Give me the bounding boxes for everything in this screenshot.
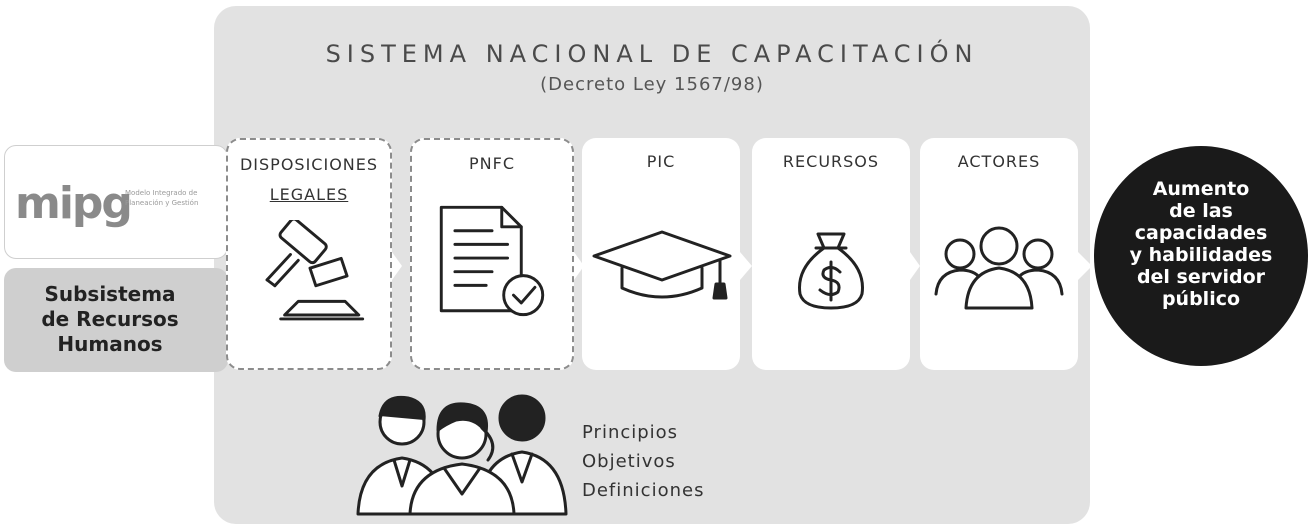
principles-list: Principios Objetivos Definiciones xyxy=(582,418,704,505)
card-disposiciones-legales: DISPOSICIONES LEGALES xyxy=(226,138,392,370)
diagram-subtitle: (Decreto Ley 1567/98) xyxy=(540,74,764,95)
connector-arrow xyxy=(910,252,920,280)
card-pic: PIC xyxy=(582,138,740,370)
card-label: RECURSOS xyxy=(782,152,880,171)
connector-arrow xyxy=(392,252,402,280)
diagram-title: SISTEMA NACIONAL DE CAPACITACIÓN xyxy=(325,40,979,68)
card-label: PIC xyxy=(646,152,676,171)
result-label: Aumento de las capacidades y habilidades… xyxy=(1129,178,1273,310)
card-actores: ACTORES xyxy=(920,138,1078,370)
document-check-icon xyxy=(439,205,545,317)
graduation-cap-icon xyxy=(592,230,732,300)
connector-arrow xyxy=(1078,252,1092,280)
card-pnfc: PNFC xyxy=(410,138,574,370)
principles-item: Objetivos xyxy=(582,451,676,472)
mipg-logo: mipg xyxy=(15,178,133,229)
connector-arrow xyxy=(574,252,584,280)
mipg-tagline: Modelo Integrado de Planeación y Gestión xyxy=(125,189,199,207)
card-label: PNFC xyxy=(469,154,515,173)
result-circle xyxy=(1094,146,1308,366)
money-bag-icon xyxy=(798,232,864,310)
subsystem-box xyxy=(4,268,228,372)
team-people-icon xyxy=(356,394,568,516)
connector-arrow xyxy=(740,252,752,280)
principles-item: Principios xyxy=(582,422,679,443)
card-label: DISPOSICIONES LEGALES xyxy=(239,155,379,204)
card-label: ACTORES xyxy=(957,152,1041,171)
mipg-box: mipg Modelo Integrado de Planeación y Ge… xyxy=(4,145,228,259)
subsystem-label: Subsistema de Recursos Humanos xyxy=(41,282,179,356)
gavel-icon xyxy=(265,220,365,321)
people-group-icon xyxy=(934,226,1064,310)
principles-item: Definiciones xyxy=(582,480,705,501)
card-recursos: RECURSOS xyxy=(752,138,910,370)
